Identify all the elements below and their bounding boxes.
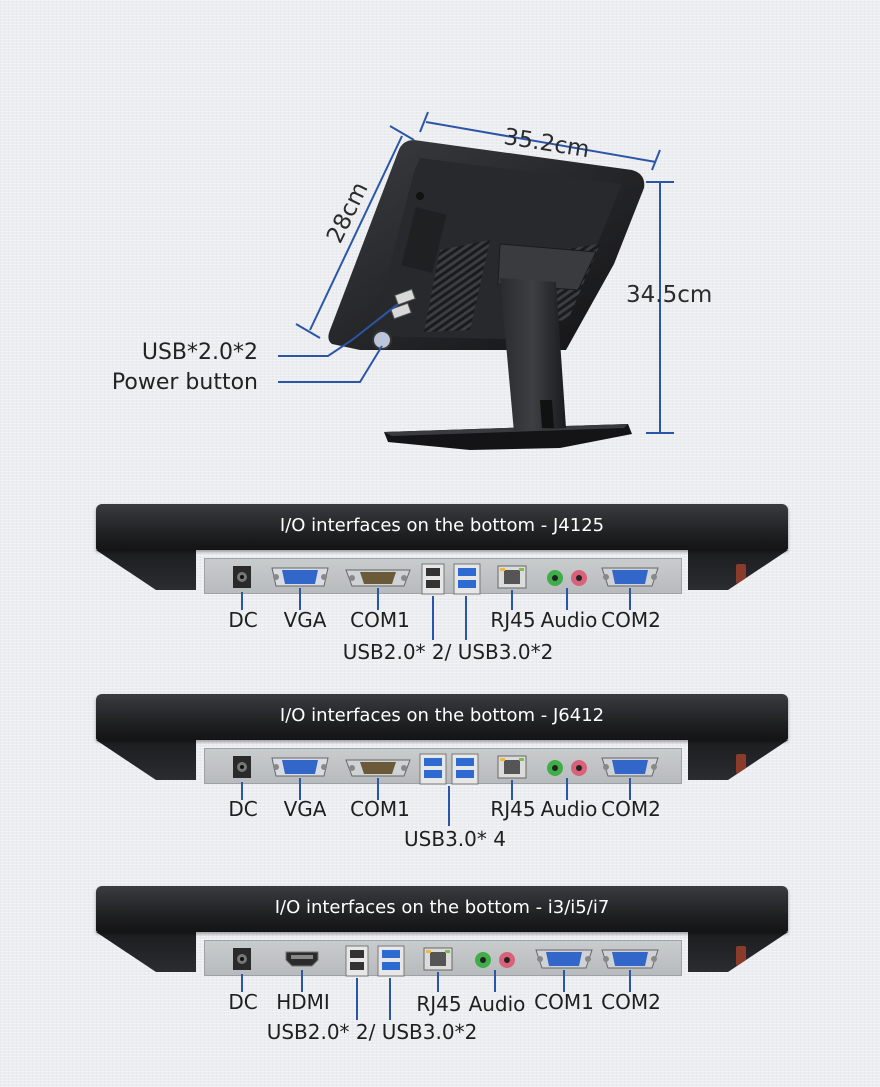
- dc-port-icon: [233, 756, 251, 778]
- audio-label: Audio: [468, 992, 526, 1016]
- rj45-port-icon: [497, 755, 527, 779]
- usb3-port-icon: [451, 753, 479, 785]
- io-port-icons: [233, 563, 659, 640]
- com1-label: COM1: [534, 990, 594, 1014]
- audio-port-icons: [547, 760, 587, 776]
- vga-label: VGA: [283, 797, 327, 821]
- io-port-icons: [233, 945, 659, 1020]
- com1-port-icon: [345, 759, 411, 777]
- usb2-port-icon: [421, 563, 445, 595]
- rj45-label: RJ45: [416, 992, 462, 1016]
- io-panel-j6412: I/O interfaces on the bottom - J6412 DC …: [0, 694, 880, 854]
- power-button-callout-label: Power button: [111, 370, 258, 395]
- com1-label: COM1: [350, 797, 410, 821]
- panel-bezel: I/O interfaces on the bottom - J4125: [96, 504, 788, 550]
- dc-port-icon: [233, 948, 251, 970]
- panel-title: I/O interfaces on the bottom - J6412: [279, 705, 605, 726]
- audio-label: Audio: [540, 797, 598, 821]
- usb3-port-icon: [377, 945, 405, 977]
- rj45-port-icon: [497, 565, 527, 589]
- com2-label: COM2: [601, 608, 661, 632]
- com2-label: COM2: [601, 990, 661, 1014]
- audio-port-icons: [475, 952, 515, 968]
- com1-label: COM1: [350, 608, 410, 632]
- com2-port-icon: [601, 567, 659, 587]
- dc-port-icon: [233, 566, 251, 588]
- com1-port-icon: [535, 949, 593, 969]
- vga-port-icon: [271, 567, 329, 587]
- io-panel-j4125: I/O interfaces on the bottom - J4125: [0, 504, 880, 664]
- audio-label: Audio: [540, 608, 598, 632]
- io-port-icons: [233, 753, 659, 826]
- com1-port-icon: [345, 569, 411, 587]
- com2-port-icon: [601, 757, 659, 777]
- usb-callout-label: USB*2.0*2: [141, 340, 258, 365]
- rj45-label: RJ45: [490, 608, 536, 632]
- dc-label: DC: [228, 608, 258, 632]
- product-dimension-illustration: 35.2cm 28cm 34.5cm USB*2.0*2 Power butto…: [0, 0, 880, 480]
- audio-port-icons: [547, 570, 587, 586]
- vga-label: VGA: [283, 608, 327, 632]
- panel-title: I/O interfaces on the bottom - i3/i5/i7: [274, 897, 610, 918]
- rj45-label: RJ45: [490, 797, 536, 821]
- panel-title: I/O interfaces on the bottom - J4125: [279, 515, 605, 536]
- panel-bezel: I/O interfaces on the bottom - J6412: [96, 694, 788, 740]
- height-dimension-label: 34.5cm: [626, 282, 713, 308]
- usb2-port-icon: [345, 945, 369, 977]
- monitor-back-view-image: [278, 111, 674, 450]
- usb-label: USB2.0* 2/ USB3.0*2: [266, 1020, 478, 1044]
- hdmi-label: HDMI: [276, 990, 330, 1014]
- com2-port-icon: [601, 949, 659, 969]
- io-panel-i3-i5-i7: I/O interfaces on the bottom - i3/i5/i7 …: [0, 886, 880, 1046]
- dc-label: DC: [228, 990, 258, 1014]
- dc-label: DC: [228, 797, 258, 821]
- vga-port-icon: [271, 757, 329, 777]
- panel-bezel: I/O interfaces on the bottom - i3/i5/i7: [96, 886, 788, 932]
- hdmi-port-icon: [285, 951, 319, 967]
- usb-label: USB2.0* 2/ USB3.0*2: [342, 640, 554, 664]
- rj45-port-icon: [423, 947, 453, 971]
- usb3-port-icon: [419, 753, 447, 785]
- com2-label: COM2: [601, 797, 661, 821]
- usb3-port-icon: [453, 563, 481, 595]
- usb-label: USB3.0* 4: [404, 827, 506, 851]
